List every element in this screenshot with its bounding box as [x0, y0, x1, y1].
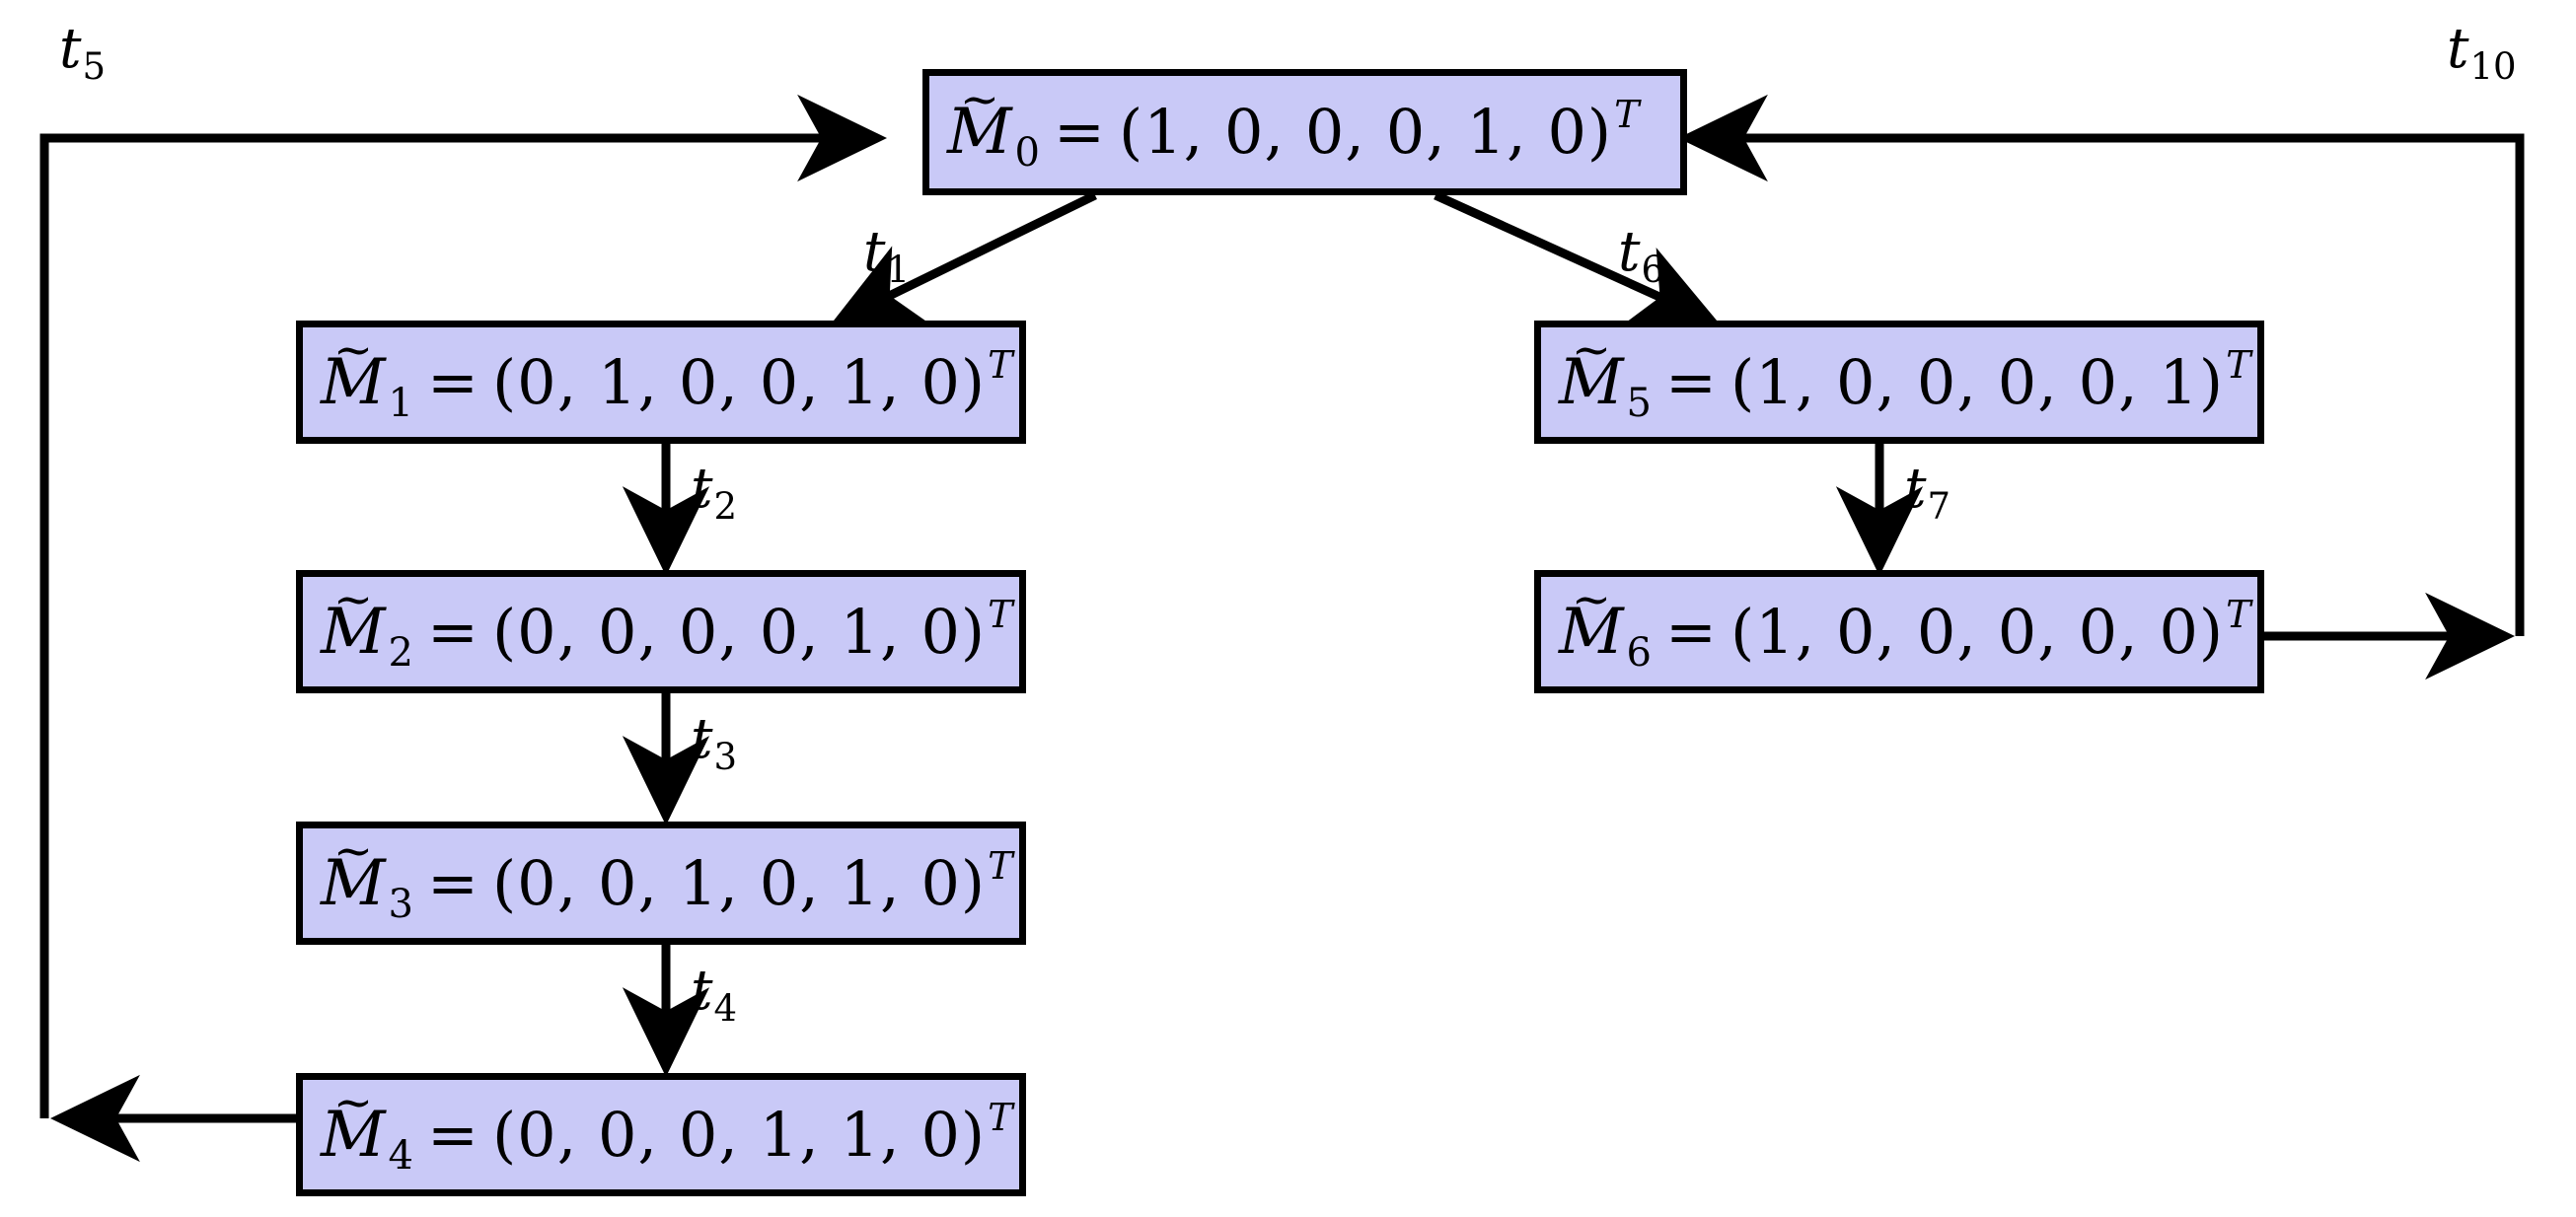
edge-label-t4-base: t [691, 959, 713, 1023]
tilde-accent: ~ [1571, 571, 1612, 627]
node-M6-transpose: T [2226, 592, 2251, 636]
edge-label-t5-sub: 5 [82, 45, 107, 88]
node-M0-vector: (1, 0, 0, 0, 1, 0) [1118, 96, 1613, 168]
edge-label-t2-base: t [691, 457, 713, 521]
node-M6-vector: (1, 0, 0, 0, 0, 0) [1730, 595, 2225, 668]
edge-label-t5: t5 [59, 22, 106, 86]
edge-label-t7-sub: 7 [1927, 485, 1951, 528]
edge-label-t4: t4 [691, 964, 737, 1028]
node-M4-transpose: T [988, 1095, 1013, 1139]
node-M4-vector: (0, 0, 0, 1, 1, 0) [491, 1098, 987, 1171]
node-M5-equals: = [1664, 345, 1717, 418]
node-M3-equals: = [426, 846, 478, 919]
node-M5-var: M [1559, 345, 1624, 419]
edge-label-t10: t10 [2447, 22, 2517, 86]
edge-label-t1: t1 [863, 225, 910, 289]
edge-label-t1-sub: 1 [886, 249, 911, 291]
node-M1-equals: = [426, 345, 478, 418]
edge-label-t4-sub: 4 [713, 987, 738, 1030]
node-M3-vector: (0, 0, 1, 0, 1, 0) [491, 846, 987, 919]
node-M0-var: M [947, 96, 1012, 169]
node-M5-transpose: T [2226, 342, 2251, 387]
tilde-accent: ~ [332, 322, 374, 378]
edge-label-t5-base: t [59, 17, 82, 81]
edge-label-t6-base: t [1618, 220, 1641, 284]
edge-label-t7-base: t [1904, 457, 1927, 521]
node-M3-index: 3 [388, 881, 413, 927]
node-M1-index: 1 [388, 380, 413, 426]
node-M2-vector: (0, 0, 0, 0, 1, 0) [491, 595, 987, 668]
edge-t6 [1434, 190, 1721, 327]
edge-label-t1-base: t [863, 220, 886, 284]
node-M2-equals: = [426, 595, 478, 668]
node-M0-transpose: T [1614, 93, 1640, 136]
edge-label-t6: t6 [1618, 225, 1664, 289]
tilde-accent: ~ [1571, 322, 1612, 378]
node-M6-index: 6 [1626, 629, 1652, 676]
node-M5-index: 5 [1626, 380, 1652, 426]
node-M0-equals: = [1053, 96, 1105, 168]
edge-label-t3-sub: 3 [713, 736, 738, 778]
edge-label-t7: t7 [1904, 462, 1950, 526]
edge-label-t10-base: t [2447, 17, 2469, 81]
node-M1-vector: (0, 1, 0, 0, 1, 0) [491, 345, 987, 418]
node-M3-transpose: T [988, 843, 1013, 888]
node-M6-equals: = [1664, 595, 1717, 668]
tilde-accent: ~ [332, 823, 374, 879]
node-M4-var: M [321, 1098, 386, 1172]
edge-label-t10-sub: 10 [2469, 45, 2517, 88]
node-M0-index: 0 [1014, 130, 1040, 176]
edge-label-t3-base: t [691, 707, 713, 771]
edge-label-t3: t3 [691, 712, 737, 776]
node-M6-var: M [1559, 595, 1624, 669]
node-M3-var: M [321, 846, 386, 920]
edge-label-t6-sub: 6 [1641, 249, 1665, 291]
tilde-accent: ~ [332, 1074, 374, 1130]
node-M5-vector: (1, 0, 0, 0, 0, 1) [1730, 345, 2225, 418]
node-M4-equals: = [426, 1098, 478, 1171]
node-M2-var: M [321, 595, 386, 669]
edge-label-t2-sub: 2 [713, 485, 738, 528]
node-M1-var: M [321, 345, 386, 419]
node-M2-transpose: T [988, 592, 1013, 636]
tilde-accent: ~ [332, 571, 374, 627]
node-M4-index: 4 [388, 1132, 413, 1179]
tilde-accent: ~ [959, 72, 1000, 128]
node-M2-index: 2 [388, 629, 413, 676]
node-M1-transpose: T [988, 342, 1013, 387]
edge-label-t2: t2 [691, 462, 737, 526]
